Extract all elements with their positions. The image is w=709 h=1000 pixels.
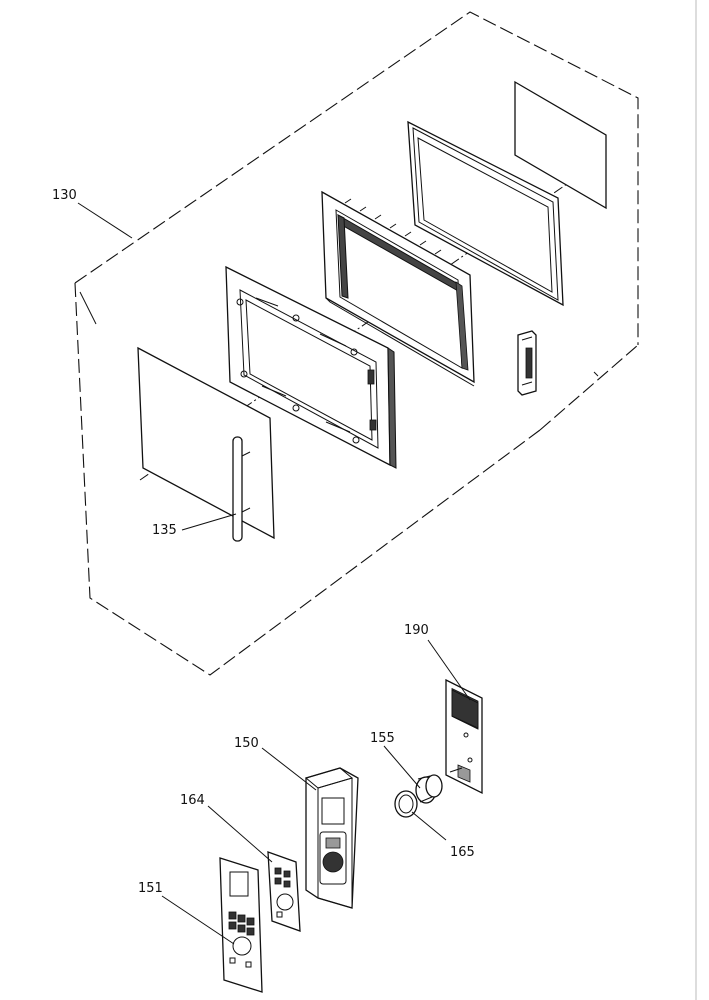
door-handle bbox=[232, 436, 251, 542]
door-latch-hook bbox=[517, 330, 537, 396]
leader-lines bbox=[77, 202, 471, 945]
membrane-switch bbox=[267, 851, 301, 932]
label-165: 165 bbox=[450, 845, 475, 860]
control-knob bbox=[415, 774, 443, 804]
control-pcb bbox=[445, 678, 483, 795]
label-135: 135 bbox=[152, 523, 177, 538]
door-outer-frame bbox=[225, 265, 397, 469]
label-155: 155 bbox=[370, 731, 395, 746]
label-150: 150 bbox=[234, 736, 259, 751]
knob-ring bbox=[394, 790, 418, 818]
control-housing bbox=[304, 767, 359, 909]
door-glass-sheet bbox=[514, 80, 607, 210]
small-mark bbox=[593, 371, 599, 377]
label-151: 151 bbox=[138, 881, 163, 896]
panel-film bbox=[219, 857, 263, 993]
door-inner-frame bbox=[321, 190, 475, 387]
door-choke-frame bbox=[407, 120, 564, 307]
label-130: 130 bbox=[52, 188, 77, 203]
label-190: 190 bbox=[404, 623, 429, 638]
label-164: 164 bbox=[180, 793, 205, 808]
door-assembly-boundary bbox=[74, 11, 639, 676]
